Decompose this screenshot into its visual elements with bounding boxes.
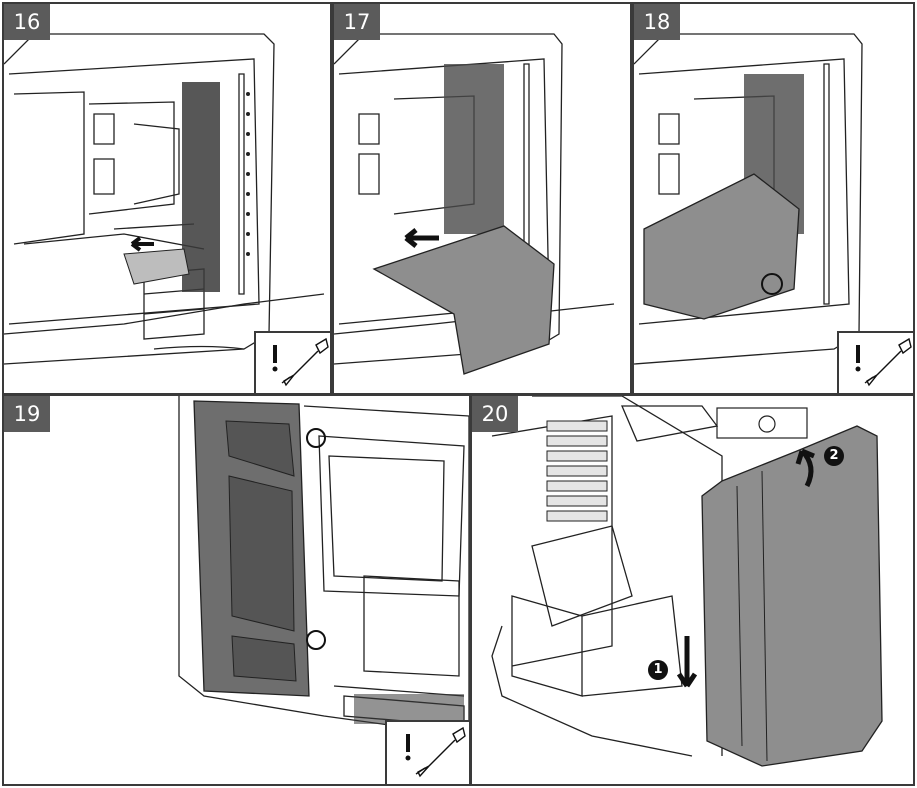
screwdriver-icon — [865, 339, 911, 385]
screwdriver-tool-box — [837, 331, 913, 393]
arrow-down-icon — [679, 636, 695, 686]
step-panel-17: 17 — [332, 2, 632, 395]
arrow-icon — [406, 230, 439, 246]
step-panel-19: 19 — [2, 394, 471, 786]
step-number-16: 16 — [4, 4, 50, 40]
screw-callout-icon — [307, 631, 325, 649]
step-number-17: 17 — [334, 4, 380, 40]
exclamation-icon — [856, 345, 860, 363]
callout-badge-2: 2 — [824, 446, 844, 466]
callout-badge-1: 1 — [648, 660, 668, 680]
screw-callout-icon — [307, 429, 325, 447]
step-panel-16: 16 — [2, 2, 332, 395]
exclamation-icon — [406, 734, 410, 752]
front-panel — [702, 426, 882, 766]
case-interior-illustration — [334, 4, 632, 395]
front-panel-removal-illustration — [472, 396, 915, 786]
screwdriver-tool-box — [385, 720, 469, 784]
screwdriver-tool-box — [254, 331, 330, 393]
psu-shroud-installed — [644, 174, 799, 319]
step-number-19: 19 — [4, 396, 50, 432]
psu-shroud-cover — [374, 226, 554, 374]
screwdriver-icon — [282, 339, 328, 385]
exclamation-icon — [273, 345, 277, 363]
step-panel-20: 20 — [470, 394, 915, 786]
step-number-18: 18 — [634, 4, 680, 40]
step-panel-18: 18 — [632, 2, 915, 395]
step-number-20: 20 — [472, 396, 518, 432]
screwdriver-icon — [416, 728, 465, 776]
